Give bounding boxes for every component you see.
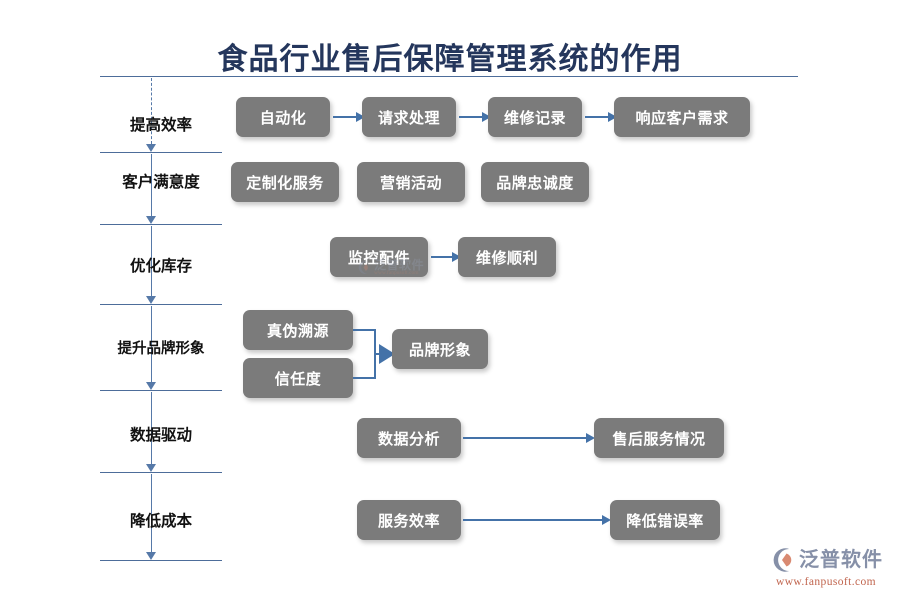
brand-url: www.fanpusoft.com	[776, 575, 876, 588]
node-stage4-1[interactable]: 真伪溯源	[243, 310, 353, 350]
arrow-stage5-1	[463, 433, 595, 443]
node-stage6-1[interactable]: 服务效率	[357, 500, 461, 540]
stage-label-6: 降低成本	[129, 513, 192, 530]
fanpu-logo-icon	[358, 261, 368, 275]
node-stage2-1[interactable]: 定制化服务	[231, 162, 339, 202]
stage-divider-3	[100, 304, 222, 305]
timeline-arrowhead-2	[146, 216, 156, 224]
timeline-arrowhead-6	[146, 552, 156, 560]
timeline-arrowhead-3	[146, 296, 156, 304]
timeline-segment-1	[151, 78, 152, 144]
page-title: 食品行业售后保障管理系统的作用	[217, 43, 683, 76]
node-stage1-3[interactable]: 维修记录	[488, 97, 582, 137]
node-stage3-1[interactable]: 监控配件	[330, 237, 428, 277]
watermark-name: 泛普软件	[374, 258, 425, 272]
timeline-segment-3	[151, 226, 152, 296]
brand-name: 泛普软件	[799, 548, 883, 571]
node-stage2-2[interactable]: 营销活动	[357, 162, 465, 202]
title-divider	[100, 76, 798, 77]
node-stage5-1[interactable]: 数据分析	[357, 418, 461, 458]
timeline-arrowhead-1	[146, 144, 156, 152]
arrow-stage6-1	[463, 515, 611, 525]
stage-label-1: 提高效率	[129, 117, 192, 134]
arrow-stage1-3	[585, 112, 617, 122]
node-stage1-2[interactable]: 请求处理	[362, 97, 456, 137]
brand-logo-row: 泛普软件	[769, 547, 883, 573]
watermark-inline: 泛普软件 www.fanpusoft.com	[356, 259, 424, 277]
node-stage4-3[interactable]: 品牌形象	[392, 329, 488, 369]
stage-label-3: 优化库存	[129, 258, 192, 275]
node-stage6-2[interactable]: 降低错误率	[610, 500, 720, 540]
stage-label-5: 数据驱动	[129, 427, 192, 444]
stage-label-2: 客户满意度	[122, 174, 200, 191]
timeline-segment-5	[151, 392, 152, 464]
node-stage1-4[interactable]: 响应客户需求	[614, 97, 750, 137]
arrow-stage1-1	[333, 112, 365, 122]
node-stage3-2[interactable]: 维修顺利	[458, 237, 556, 277]
timeline-arrowhead-4	[146, 382, 156, 390]
watermark-url: www.fanpusoft.com	[374, 270, 419, 276]
timeline-arrowhead-5	[146, 464, 156, 472]
node-stage2-3[interactable]: 品牌忠诚度	[481, 162, 589, 202]
timeline-segment-2	[151, 154, 152, 216]
stage-divider-1	[100, 152, 222, 153]
stage-divider-2	[100, 224, 222, 225]
timeline-segment-4	[151, 306, 152, 382]
arrow-stage1-2	[459, 112, 491, 122]
brand-logo: 泛普软件 www.fanpusoft.com	[760, 541, 892, 593]
node-stage1-1[interactable]: 自动化	[236, 97, 330, 137]
node-stage5-2[interactable]: 售后服务情况	[594, 418, 724, 458]
timeline-segment-6	[151, 474, 152, 552]
fanpu-logo-icon	[773, 547, 792, 572]
node-stage4-2[interactable]: 信任度	[243, 358, 353, 398]
stage-divider-5	[100, 472, 222, 473]
stage-divider-4	[100, 390, 222, 391]
stage-divider-6	[100, 560, 222, 561]
stage-label-4: 提升品牌形象	[117, 341, 205, 357]
arrow-stage3-1	[431, 252, 461, 262]
